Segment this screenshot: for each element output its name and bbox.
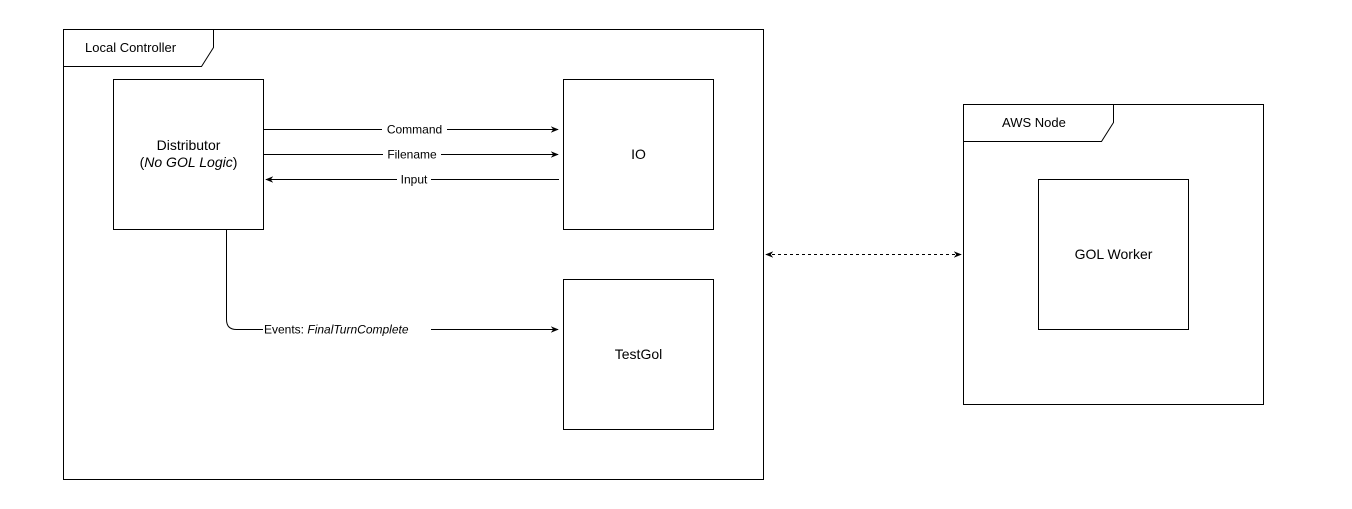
filename-label-bg (383, 147, 441, 161)
input-label: Input (401, 173, 428, 187)
gol-worker-label: GOL Worker (1075, 246, 1153, 262)
events-edge: Events: FinalTurnComplete (226, 230, 559, 337)
input-label-bg (397, 172, 431, 186)
distributor-node: Distributor (No GOL Logic) (113, 79, 264, 230)
command-label: Command (387, 123, 442, 137)
distributor-sublabel: (No GOL Logic) (140, 154, 238, 170)
input-edge: Input (265, 172, 559, 187)
aws-node-title: AWS Node (1002, 115, 1066, 130)
io-node: IO (563, 79, 714, 230)
gol-worker-node: GOL Worker (1038, 179, 1189, 330)
distributor-box (113, 79, 264, 230)
local-controller-tab (63, 29, 214, 67)
events-arrow (226, 230, 559, 333)
testgol-label: TestGol (615, 346, 662, 362)
testgol-node: TestGol (563, 279, 714, 430)
command-edge: Command (264, 122, 559, 137)
io-label: IO (631, 146, 646, 162)
io-box (563, 79, 714, 230)
command-label-bg (382, 122, 447, 136)
gol-worker-box (1038, 179, 1189, 330)
events-label: Events: FinalTurnComplete (264, 323, 409, 337)
filename-edge: Filename (264, 147, 559, 162)
testgol-box (563, 279, 714, 430)
filename-label: Filename (387, 148, 437, 162)
events-label-bg (263, 322, 431, 336)
distributor-label: Distributor (157, 137, 221, 153)
aws-node-tab (963, 104, 1114, 142)
local-controller-title: Local Controller (85, 40, 177, 55)
